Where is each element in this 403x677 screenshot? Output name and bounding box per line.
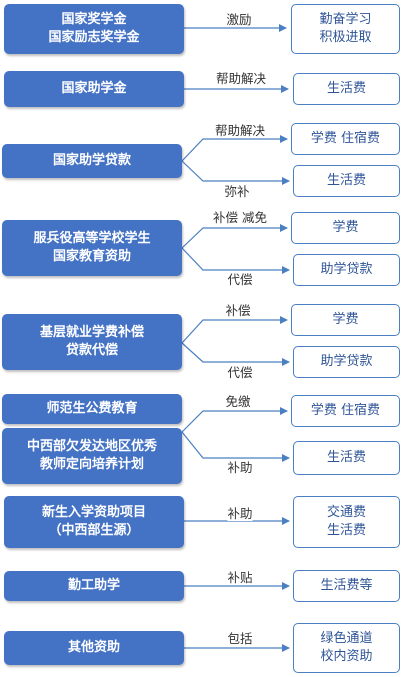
node-living-expenses: 生活费 [293, 73, 400, 105]
node-label-line: 中西部欠发达地区优秀 [26, 439, 157, 454]
edge-label: 代偿 [227, 365, 253, 380]
node-label-line: 生活费 [326, 450, 366, 465]
node-label-line: 生活费 [326, 81, 366, 96]
edge-label: 代偿 [227, 272, 253, 287]
node-label-line: 校内资助 [320, 649, 373, 664]
node-midwest-teacher: 中西部欠发达地区优秀 教师定向培养计划 [2, 428, 182, 484]
node-label-line: 国家助学贷款 [52, 153, 131, 168]
node-normal-education: 师范生公费教育 [2, 394, 182, 424]
node-label-line: 基层就业学费补偿 [39, 325, 144, 340]
node-label-line: 教师定向培养计划 [39, 457, 144, 472]
edge-label: 补偿 [225, 303, 251, 318]
node-living-expenses: 生活费 [293, 165, 400, 197]
node-tuition: 学费 [291, 304, 400, 336]
node-tuition-accommodation: 学费 住宿费 [291, 395, 400, 427]
node-label-line: 服兵役高等学校学生 [33, 231, 151, 246]
node-label-line: 贷款代偿 [65, 343, 118, 358]
node-work-study: 勤工助学 [4, 571, 184, 601]
edge-label: 帮助解决 [215, 71, 267, 86]
node-tuition: 学费 [291, 212, 400, 244]
connector-teacher-living [181, 431, 290, 462]
connector-military-tuition [181, 224, 288, 249]
node-other-aid: 其他资助 [4, 631, 184, 665]
node-label-line: 勤工助学 [67, 578, 120, 593]
edge-label: 补贴 [227, 570, 253, 585]
connector-military-loan [181, 247, 290, 274]
edge-label: 补助 [227, 460, 253, 475]
node-national-grant: 国家助学金 [4, 71, 184, 107]
edge-label: 激励 [226, 12, 252, 27]
node-label-line: 交通费 [326, 505, 366, 520]
node-living-expenses: 生活费 [293, 441, 400, 475]
node-label-line: 国家奖学金 [61, 12, 127, 27]
edge-label: 包括 [227, 631, 253, 646]
node-national-loan: 国家助学贷款 [2, 144, 182, 178]
node-label-line: 学费 住宿费 [310, 403, 381, 418]
node-label-line: 学费 住宿费 [310, 131, 381, 146]
connector-grassroots-tuition [181, 316, 288, 344]
node-label-line: 新生入学资助项目 [41, 505, 146, 520]
node-living-expenses-etc: 生活费等 [293, 570, 400, 602]
node-label-line: 助学贷款 [320, 262, 373, 277]
connector-loan-living [181, 160, 290, 185]
node-label-line: 助学贷款 [320, 354, 373, 369]
edge-label: 补助 [227, 506, 253, 521]
node-label-line: 国家助学金 [61, 81, 127, 96]
node-student-loan: 助学贷款 [293, 254, 400, 286]
node-label-line: 学费 [332, 312, 359, 327]
node-freshman-aid: 新生入学资助项目 （中西部生源） [4, 496, 184, 548]
node-label-line: 国家励志奖学金 [48, 30, 140, 45]
node-grassroots-compensation: 基层就业学费补偿 贷款代偿 [2, 314, 182, 370]
node-label-line: （中西部生源） [48, 523, 140, 538]
node-travel-living: 交通费 生活费 [293, 496, 400, 548]
edge-label: 弥补 [224, 184, 250, 199]
node-label-line: 生活费 [326, 523, 366, 538]
node-label-line: 绿色通道 [320, 631, 373, 646]
node-label-line: 积极进取 [319, 30, 372, 45]
node-tuition-accommodation: 学费 住宿费 [291, 123, 400, 155]
edge-label: 帮助解决 [214, 123, 266, 138]
edge-label: 补偿 减免 [213, 210, 267, 225]
node-green-channel: 绿色通道 校内资助 [293, 623, 400, 673]
node-label-line: 国家教育资助 [52, 249, 131, 264]
node-label-line: 生活费 [326, 173, 366, 188]
node-label-line: 师范生公费教育 [46, 401, 138, 416]
connector-teacher-tuition [181, 407, 288, 433]
edge-label: 免缴 [225, 394, 251, 409]
connector-grassroots-loan [181, 342, 290, 366]
node-national-scholarship: 国家奖学金 国家励志奖学金 [4, 4, 184, 54]
node-label-line: 生活费等 [320, 578, 373, 593]
node-student-loan: 助学贷款 [293, 346, 400, 378]
node-label-line: 勤奋学习 [319, 12, 372, 27]
node-label-line: 其他资助 [67, 640, 120, 655]
connector-loan-tuition [181, 135, 288, 162]
node-military-aid: 服兵役高等学校学生 国家教育资助 [2, 220, 182, 276]
node-label-line: 学费 [332, 220, 359, 235]
node-diligent-study: 勤奋学习 积极进取 [291, 4, 400, 54]
